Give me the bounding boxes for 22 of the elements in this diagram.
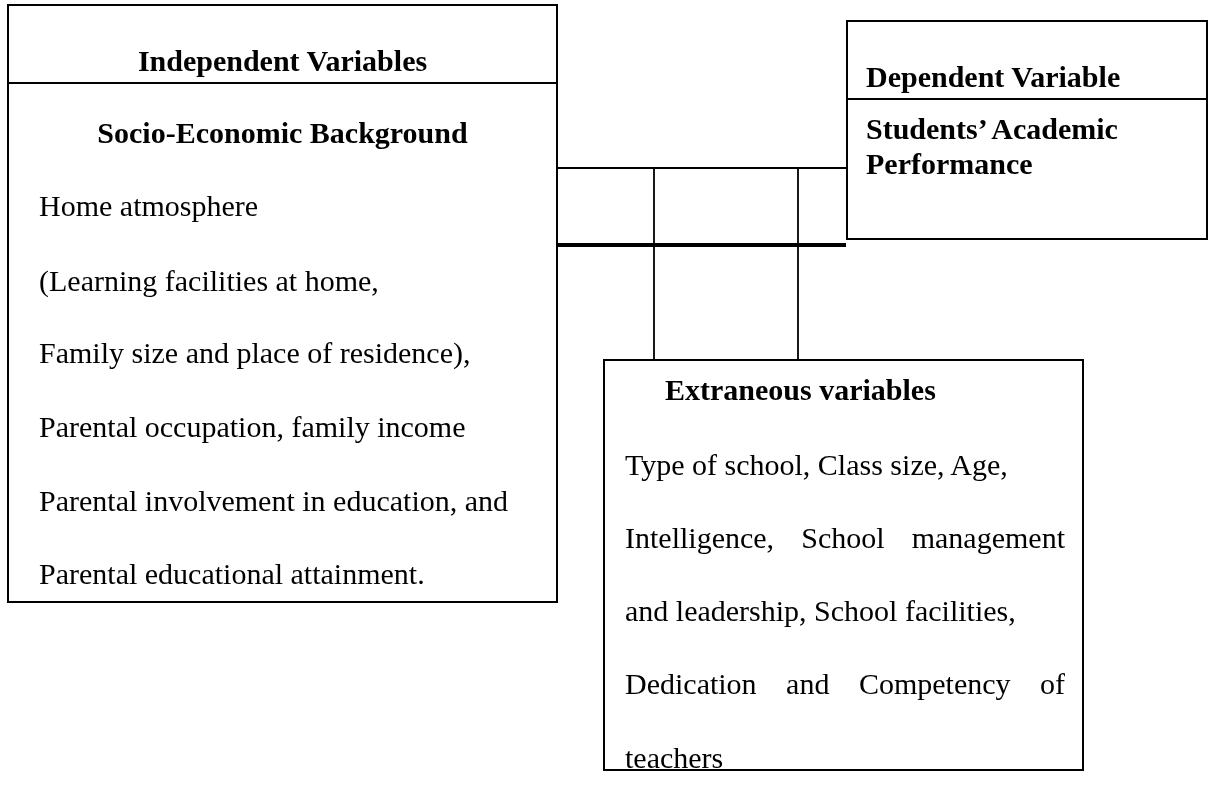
subheading: Socio-Economic Background xyxy=(96,116,469,151)
factor-text: Dedication and Competency of xyxy=(625,667,1065,702)
factor-text: Home atmosphere xyxy=(39,189,259,224)
connector-line xyxy=(557,167,655,360)
factor-text: Type of school, Class size, Age, xyxy=(625,448,1009,483)
factor-text: Parental involvement in education, and xyxy=(39,484,509,519)
variable-box xyxy=(846,20,1208,240)
factor-text: Intelligence, School management xyxy=(625,521,1065,556)
factor-text: (Learning facilities at home, xyxy=(39,264,379,299)
box-heading: Extraneous variables xyxy=(665,373,936,408)
box-heading: Independent Variables xyxy=(9,6,556,84)
variable-name: Students’ Academic Performance xyxy=(866,112,1119,181)
connector-line xyxy=(558,243,846,247)
box-heading: Dependent Variable xyxy=(848,22,1206,100)
connector-line xyxy=(797,167,847,360)
variable-box xyxy=(7,4,558,603)
factor-text: and leadership, School facilities, xyxy=(625,594,1017,629)
factor-text: teachers xyxy=(625,741,725,776)
factor-text: Family size and place of residence), xyxy=(39,336,471,371)
factor-text: Parental educational attainment. xyxy=(39,557,425,592)
variable-box xyxy=(603,359,1084,771)
factor-text: Parental occupation, family income xyxy=(39,410,466,445)
